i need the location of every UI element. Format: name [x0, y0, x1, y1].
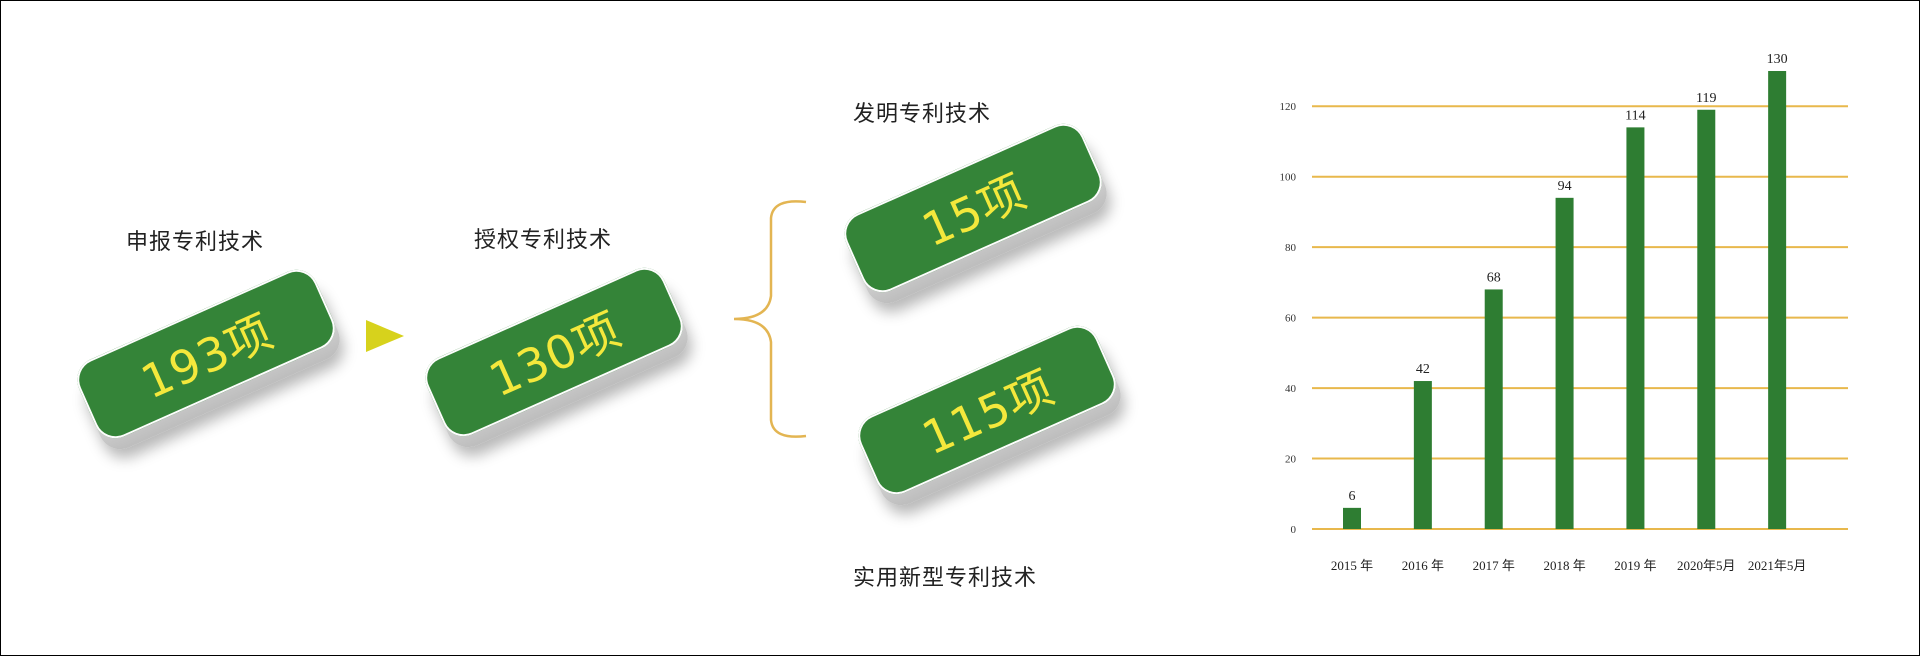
bar	[1413, 381, 1432, 529]
invention-patents-label: 发明专利技术	[853, 102, 992, 127]
granted-patents-label: 授权专利技术	[474, 228, 613, 253]
brace-icon	[733, 200, 807, 438]
data-label: 6	[1349, 489, 1356, 504]
bar	[1768, 71, 1787, 529]
y-tick-label: 40	[1285, 383, 1297, 395]
y-tick-label: 120	[1280, 101, 1297, 113]
declared-patents-label: 申报专利技术	[126, 230, 265, 255]
patent-bar-chart: 0 20 40 60 80 100 120 6 2015 年 42 2016 年 68 2017 年 94…	[1280, 52, 1848, 573]
data-label: 130	[1767, 52, 1788, 67]
x-tick-label: 2021年5月	[1748, 558, 1807, 573]
y-tick-label: 80	[1285, 242, 1297, 254]
flow-arrow-icon	[366, 320, 404, 352]
utility-patents-label: 实用新型专利技术	[853, 566, 1038, 591]
y-tick-label: 0	[1291, 524, 1297, 536]
data-label: 114	[1625, 108, 1645, 123]
x-tick-label: 2017 年	[1473, 558, 1515, 573]
data-label: 119	[1696, 91, 1716, 106]
x-tick-label: 2019 年	[1614, 558, 1656, 573]
x-tick-label: 2015 年	[1331, 558, 1373, 573]
bar	[1484, 289, 1503, 529]
x-tick-label: 2016 年	[1402, 558, 1444, 573]
y-tick-label: 20	[1285, 454, 1297, 466]
bar	[1343, 507, 1361, 529]
x-tick-label: 2020年5月	[1677, 558, 1736, 573]
data-label: 42	[1416, 362, 1430, 377]
bar	[1555, 197, 1574, 530]
data-label: 68	[1487, 270, 1501, 285]
bar	[1626, 127, 1645, 529]
y-tick-label: 100	[1280, 172, 1297, 184]
x-tick-label: 2018 年	[1543, 558, 1585, 573]
bar	[1697, 109, 1716, 529]
data-label: 94	[1558, 179, 1572, 194]
y-tick-label: 60	[1285, 313, 1297, 325]
